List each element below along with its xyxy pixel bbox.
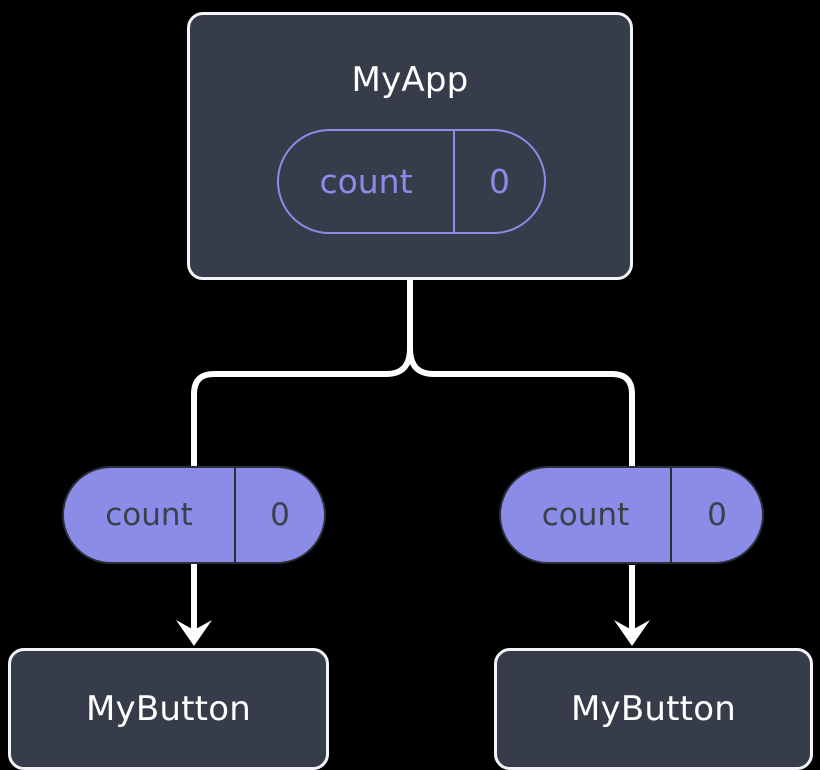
- connector-branch-right: [407, 347, 635, 468]
- props-pill-left-key: count: [105, 496, 193, 533]
- props-pill-right-key: count: [541, 496, 630, 533]
- node-myapp-label: MyApp: [351, 60, 469, 100]
- connector-branch-left: [191, 347, 413, 468]
- arrow-head-left: [176, 620, 212, 646]
- node-mybutton-right[interactable]: MyButton: [494, 648, 813, 770]
- props-pill-left[interactable]: count 0: [62, 466, 326, 564]
- state-pill-count[interactable]: count 0: [277, 129, 546, 234]
- props-pill-left-value: 0: [234, 468, 324, 562]
- arrow-head-right: [614, 620, 650, 646]
- props-pill-right-value: 0: [670, 468, 762, 562]
- node-mybutton-left[interactable]: MyButton: [8, 648, 329, 770]
- state-pill-key: count: [319, 162, 413, 201]
- node-mybutton-left-label: MyButton: [86, 689, 251, 729]
- node-mybutton-right-label: MyButton: [571, 689, 736, 729]
- state-pill-value: 0: [453, 131, 544, 232]
- props-pill-right[interactable]: count 0: [499, 466, 764, 564]
